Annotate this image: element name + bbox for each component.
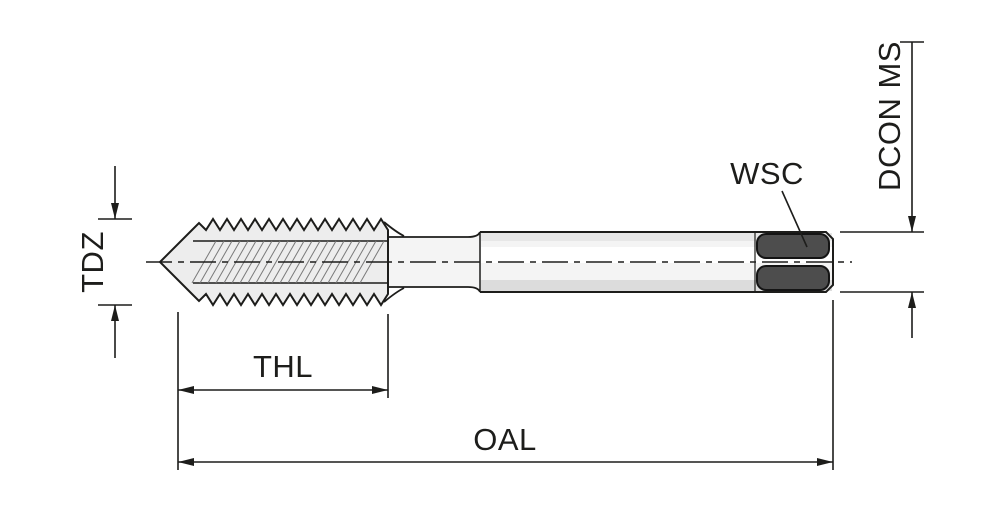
oal-arrow-left [178, 458, 194, 466]
tap-neck-outline [383, 221, 481, 303]
dimension-oal [177, 300, 834, 470]
thl-arrow-right [372, 386, 388, 394]
shank-shade-bottom [481, 280, 832, 291]
dimension-tdz [98, 166, 132, 358]
dcon-arrow-down [908, 216, 916, 232]
square-drive-flat-top [756, 233, 830, 259]
thread-core-lines [193, 240, 388, 284]
dimension-thl [178, 314, 389, 398]
shank-highlight-band [481, 247, 832, 263]
tap-shank-outline [480, 231, 834, 293]
wsc-leader-line [781, 190, 808, 248]
label-oal: OAL [473, 422, 537, 457]
label-dcon-ms: DCON MS [872, 41, 907, 191]
label-thl: THL [253, 349, 313, 384]
dimension-dcon [840, 41, 924, 338]
tdz-arrow-up [111, 305, 119, 321]
oal-arrow-right [817, 458, 833, 466]
shank-shade-top [481, 233, 832, 241]
label-tdz: TDZ [75, 231, 110, 293]
tdz-arrow-down [111, 203, 119, 219]
tap-body [146, 217, 852, 307]
dimension-labels: TDZ THL OAL WSC DCON MS [75, 41, 907, 457]
label-wsc: WSC [730, 156, 804, 191]
square-drive-flat-bottom [756, 265, 830, 291]
dimension-annotations [98, 41, 924, 470]
thl-arrow-left [178, 386, 194, 394]
dcon-arrow-up [908, 292, 916, 308]
